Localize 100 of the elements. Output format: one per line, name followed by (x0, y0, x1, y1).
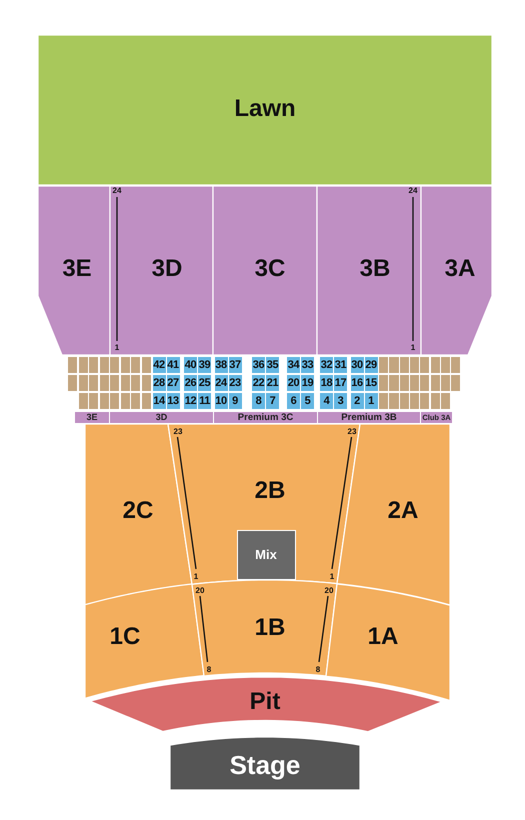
section-label: 3E (62, 257, 92, 281)
box-seat-block: 8 (252, 393, 265, 409)
box-seat-block: 19 (301, 375, 314, 391)
box-seat-block (410, 357, 420, 373)
box-seat-block (379, 375, 388, 391)
seating-section (110, 186, 213, 355)
box-seat-block (89, 393, 98, 409)
box-seat-block (89, 357, 98, 373)
row-number: 24 (408, 187, 418, 195)
box-seat-block (78, 375, 88, 391)
box-seat-block (430, 357, 440, 373)
box-seat-block: 24 (214, 375, 228, 391)
box-seat-block: 35 (266, 357, 279, 373)
box-seat-block (110, 357, 120, 373)
row-number: 23 (348, 428, 356, 436)
row-number: 20 (196, 587, 204, 595)
section-label: 3C (254, 257, 286, 281)
section-label: 3A (444, 257, 476, 281)
seating-section (317, 186, 421, 355)
box-seat-block: 28 (152, 375, 166, 391)
box-seat-block: 15 (364, 375, 378, 391)
section-label: 1C (110, 624, 140, 649)
box-seat-block (131, 375, 140, 391)
box-seat-block (100, 357, 109, 373)
box-seat-block (78, 357, 88, 373)
box-seat-block: 42 (152, 357, 166, 373)
section-label: 2C (122, 499, 154, 523)
box-seat-block (131, 393, 140, 409)
box-seat-block: 27 (166, 375, 180, 391)
box-seat-block: 32 (320, 357, 333, 373)
box-seat-block: 2 (350, 393, 364, 409)
box-seat-block (68, 375, 78, 391)
box-seat-block: 18 (320, 375, 333, 391)
box-seat-block: 25 (198, 375, 211, 391)
box-seat-block: 14 (152, 393, 166, 409)
box-seat-block (89, 375, 98, 391)
section-label: Lawn (234, 97, 296, 121)
box-seat-block: 38 (214, 357, 228, 373)
box-seat-block (400, 357, 409, 373)
box-seat-block: 11 (198, 393, 211, 409)
box-seat-block (440, 357, 450, 373)
section-label: Pit (250, 690, 280, 714)
box-seat-block: 10 (214, 393, 228, 409)
box-seat-block (420, 393, 430, 409)
section-label: 3D (152, 257, 182, 281)
seating-section (326, 584, 450, 700)
row-number: 8 (316, 666, 320, 674)
box-seat-block: 39 (198, 357, 211, 373)
seating-section (38, 186, 110, 355)
box-seat-block (400, 375, 409, 391)
section-label: 2B (254, 479, 286, 503)
box-seat-block: 30 (350, 357, 364, 373)
box-seat-block (451, 375, 460, 391)
box-seat-block: 21 (266, 375, 279, 391)
box-seat-block (389, 393, 399, 409)
row-number: 1 (410, 344, 416, 352)
box-seat-block (68, 357, 78, 373)
box-seat-block (410, 393, 420, 409)
box-seat-block (120, 375, 130, 391)
section-name-bar: 3E (75, 412, 109, 423)
box-seat-block: 1 (364, 393, 378, 409)
section-name-bar: 3D (110, 412, 213, 423)
box-seat-block (420, 375, 430, 391)
box-seat-block (379, 357, 388, 373)
box-seat-block (400, 393, 409, 409)
box-seat-block: 6 (287, 393, 300, 409)
row-number: 23 (174, 428, 182, 436)
pit-section (90, 676, 442, 732)
seating-section (337, 424, 450, 605)
box-seat-block (110, 375, 120, 391)
box-seat-block: 23 (228, 375, 242, 391)
box-seat-block: 9 (228, 393, 242, 409)
box-seat-block: 29 (364, 357, 378, 373)
row-number: 8 (206, 666, 212, 674)
seating-section (85, 424, 192, 605)
box-seat-block (142, 357, 151, 373)
section-label: 3B (360, 257, 390, 281)
box-seat-block (120, 393, 130, 409)
box-seat-block: 17 (334, 375, 347, 391)
seating-section (421, 186, 492, 355)
row-number: 20 (324, 587, 334, 595)
box-seat-block: 33 (301, 357, 314, 373)
box-seat-block (131, 357, 140, 373)
box-seat-block (142, 393, 151, 409)
box-seat-block (389, 375, 399, 391)
box-seat-block: 36 (252, 357, 265, 373)
box-seat-block (440, 393, 450, 409)
seating-section (85, 584, 204, 699)
box-seat-block (420, 357, 430, 373)
box-seat-block (430, 375, 440, 391)
stage-block (170, 737, 360, 790)
box-seat-block (100, 375, 109, 391)
box-seat-block (142, 375, 151, 391)
section-name-bar: Premium 3B (318, 412, 420, 423)
box-seat-block: 13 (166, 393, 180, 409)
seating-section (168, 424, 360, 584)
row-number: 1 (330, 573, 334, 581)
box-seat-block: 5 (301, 393, 314, 409)
box-seat-block: 20 (287, 375, 300, 391)
box-seat-block (440, 375, 450, 391)
